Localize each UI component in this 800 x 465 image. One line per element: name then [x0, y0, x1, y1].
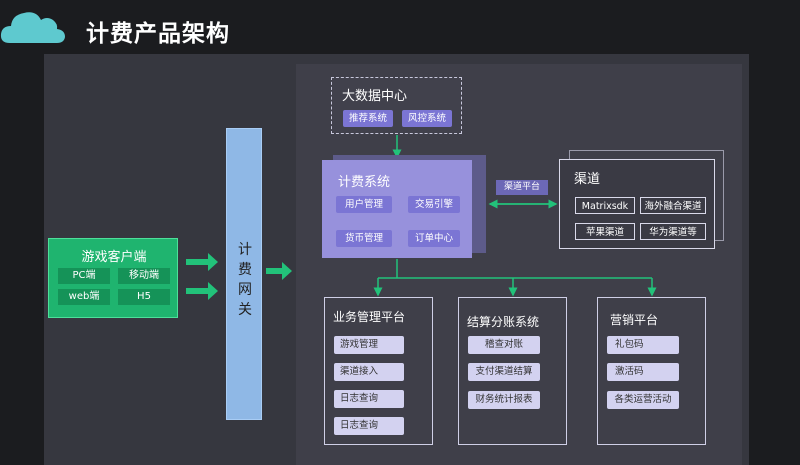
channel-item-huawei: 华为渠道等: [640, 223, 706, 240]
business-item: 日志查询: [334, 390, 404, 408]
business-item: 游戏管理: [334, 336, 404, 354]
marketing-item: 各类运营活动: [607, 391, 679, 409]
marketing-item: 礼包码: [607, 336, 679, 354]
client-item-web: web端: [58, 289, 110, 305]
marketing-title: 营销平台: [610, 313, 659, 327]
game-client-box: 游戏客户端 PC端 移动端 web端 H5: [48, 238, 178, 318]
gateway-char: 关: [238, 302, 252, 318]
bigdata-item-recommend: 推荐系统: [343, 110, 393, 127]
settlement-title: 结算分账系统: [467, 315, 540, 329]
business-item: 日志查询: [334, 417, 404, 435]
gateway-char: 计: [238, 242, 252, 258]
bigdata-title: 大数据中心: [342, 89, 408, 104]
billing-item-order: 订单中心: [408, 230, 460, 247]
channel-item-matrixsdk: Matrixsdk: [575, 197, 635, 214]
billing-item-currency: 货币管理: [336, 230, 392, 247]
marketing-platform-box: 营销平台 礼包码 激活码 各类运营活动: [597, 297, 706, 445]
settlement-item: 财务统计报表: [468, 391, 540, 409]
settlement-system-box: 结算分账系统 稽查对账 支付渠道结算 财务统计报表: [458, 297, 567, 445]
billing-item-user: 用户管理: [336, 196, 392, 213]
client-item-mobile: 移动端: [118, 268, 170, 284]
gateway-char: 费: [238, 262, 252, 278]
billing-item-trade: 交易引擎: [408, 196, 460, 213]
bigdata-item-risk: 风控系统: [402, 110, 452, 127]
game-client-title: 游戏客户端: [81, 250, 147, 265]
client-item-h5: H5: [118, 289, 170, 305]
channel-box: 渠道 Matrixsdk 海外融合渠道 苹果渠道 华为渠道等: [559, 159, 715, 249]
billing-system-box: 计费系统 用户管理 交易引擎 货币管理 订单中心: [322, 160, 472, 258]
marketing-item: 激活码: [607, 363, 679, 381]
settlement-item: 稽查对账: [468, 336, 540, 354]
cloud-icon: [0, 12, 66, 43]
gateway-char: 网: [238, 282, 252, 298]
business-item: 渠道接入: [334, 363, 404, 381]
bigdata-center-box: 大数据中心 推荐系统 风控系统: [331, 77, 462, 134]
business-title: 业务管理平台: [333, 310, 406, 324]
page-title: 计费产品架构: [86, 21, 230, 47]
channel-item-apple: 苹果渠道: [575, 223, 635, 240]
channel-platform-label: 渠道平台: [496, 180, 548, 195]
settlement-item: 支付渠道结算: [468, 363, 540, 381]
client-item-pc: PC端: [58, 268, 110, 284]
billing-title: 计费系统: [338, 175, 391, 190]
business-platform-box: 业务管理平台 游戏管理 渠道接入 日志查询 日志查询: [324, 297, 433, 445]
billing-gateway: 计 费 网 关: [226, 128, 262, 420]
channel-title: 渠道: [574, 172, 601, 187]
channel-item-overseas: 海外融合渠道: [640, 197, 706, 214]
client-to-gateway-arrows: [186, 253, 292, 300]
